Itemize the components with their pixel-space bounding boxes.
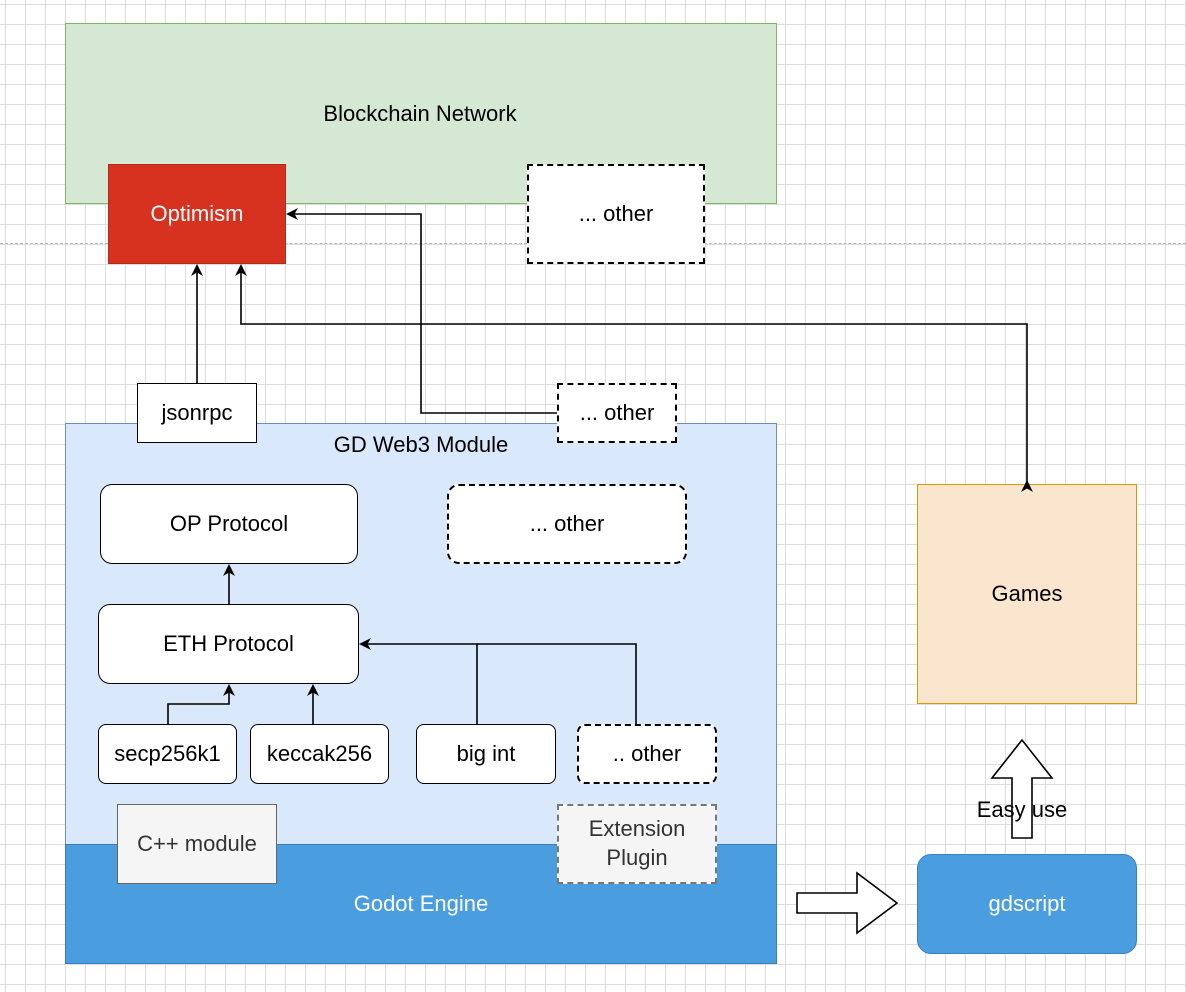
- eth-protocol-node[interactable]: ETH Protocol: [98, 604, 359, 684]
- easy-use-label: Easy use: [976, 797, 1068, 822]
- eth-protocol-label: ETH Protocol: [163, 630, 294, 656]
- other-library-label: .. other: [612, 740, 682, 766]
- gdscript-node[interactable]: gdscript: [917, 854, 1137, 954]
- extension-plugin-label: Extension Plugin: [588, 816, 686, 870]
- op-protocol-node[interactable]: OP Protocol: [100, 484, 358, 564]
- other-protocol-label: ... other: [529, 510, 605, 536]
- optimism-label: Optimism: [150, 200, 244, 226]
- keccak256-node[interactable]: keccak256: [250, 724, 389, 784]
- cpp-module-node[interactable]: C++ module: [117, 804, 277, 884]
- secp256k1-label: secp256k1: [114, 740, 221, 766]
- cpp-module-label: C++ module: [137, 830, 257, 856]
- blockchain-network-title: Blockchain Network: [323, 101, 517, 126]
- other-library-node[interactable]: .. other: [577, 724, 717, 784]
- op-protocol-label: OP Protocol: [169, 510, 289, 536]
- keccak256-label: keccak256: [266, 740, 373, 766]
- other-library-to-eth-line: [477, 643, 637, 724]
- secp256k1-node[interactable]: secp256k1: [98, 724, 237, 784]
- other-chain-node[interactable]: ... other: [527, 164, 705, 264]
- big-int-label: big int: [456, 740, 516, 766]
- extension-plugin-node[interactable]: Extension Plugin: [557, 804, 717, 884]
- other-protocol-node[interactable]: ... other: [447, 484, 687, 564]
- other-chain-label: ... other: [578, 200, 654, 226]
- gdscript-label: gdscript: [988, 890, 1066, 916]
- other-transport-to-optimism-arrow: [286, 208, 557, 414]
- games-optimism-link: [235, 264, 1033, 492]
- optimism-node[interactable]: Optimism: [108, 164, 286, 264]
- games-label: Games: [991, 580, 1063, 606]
- jsonrpc-label: jsonrpc: [161, 399, 233, 425]
- secp256k1-to-eth-arrow: [167, 684, 235, 724]
- big-int-node[interactable]: big int: [416, 724, 556, 784]
- gdscript-to-games-block-arrow: [990, 738, 1054, 839]
- engine-to-gdscript-block-arrow: [796, 871, 899, 935]
- big-int-to-eth-arrow: [359, 638, 478, 724]
- godot-engine-title: Godot Engine: [353, 890, 489, 916]
